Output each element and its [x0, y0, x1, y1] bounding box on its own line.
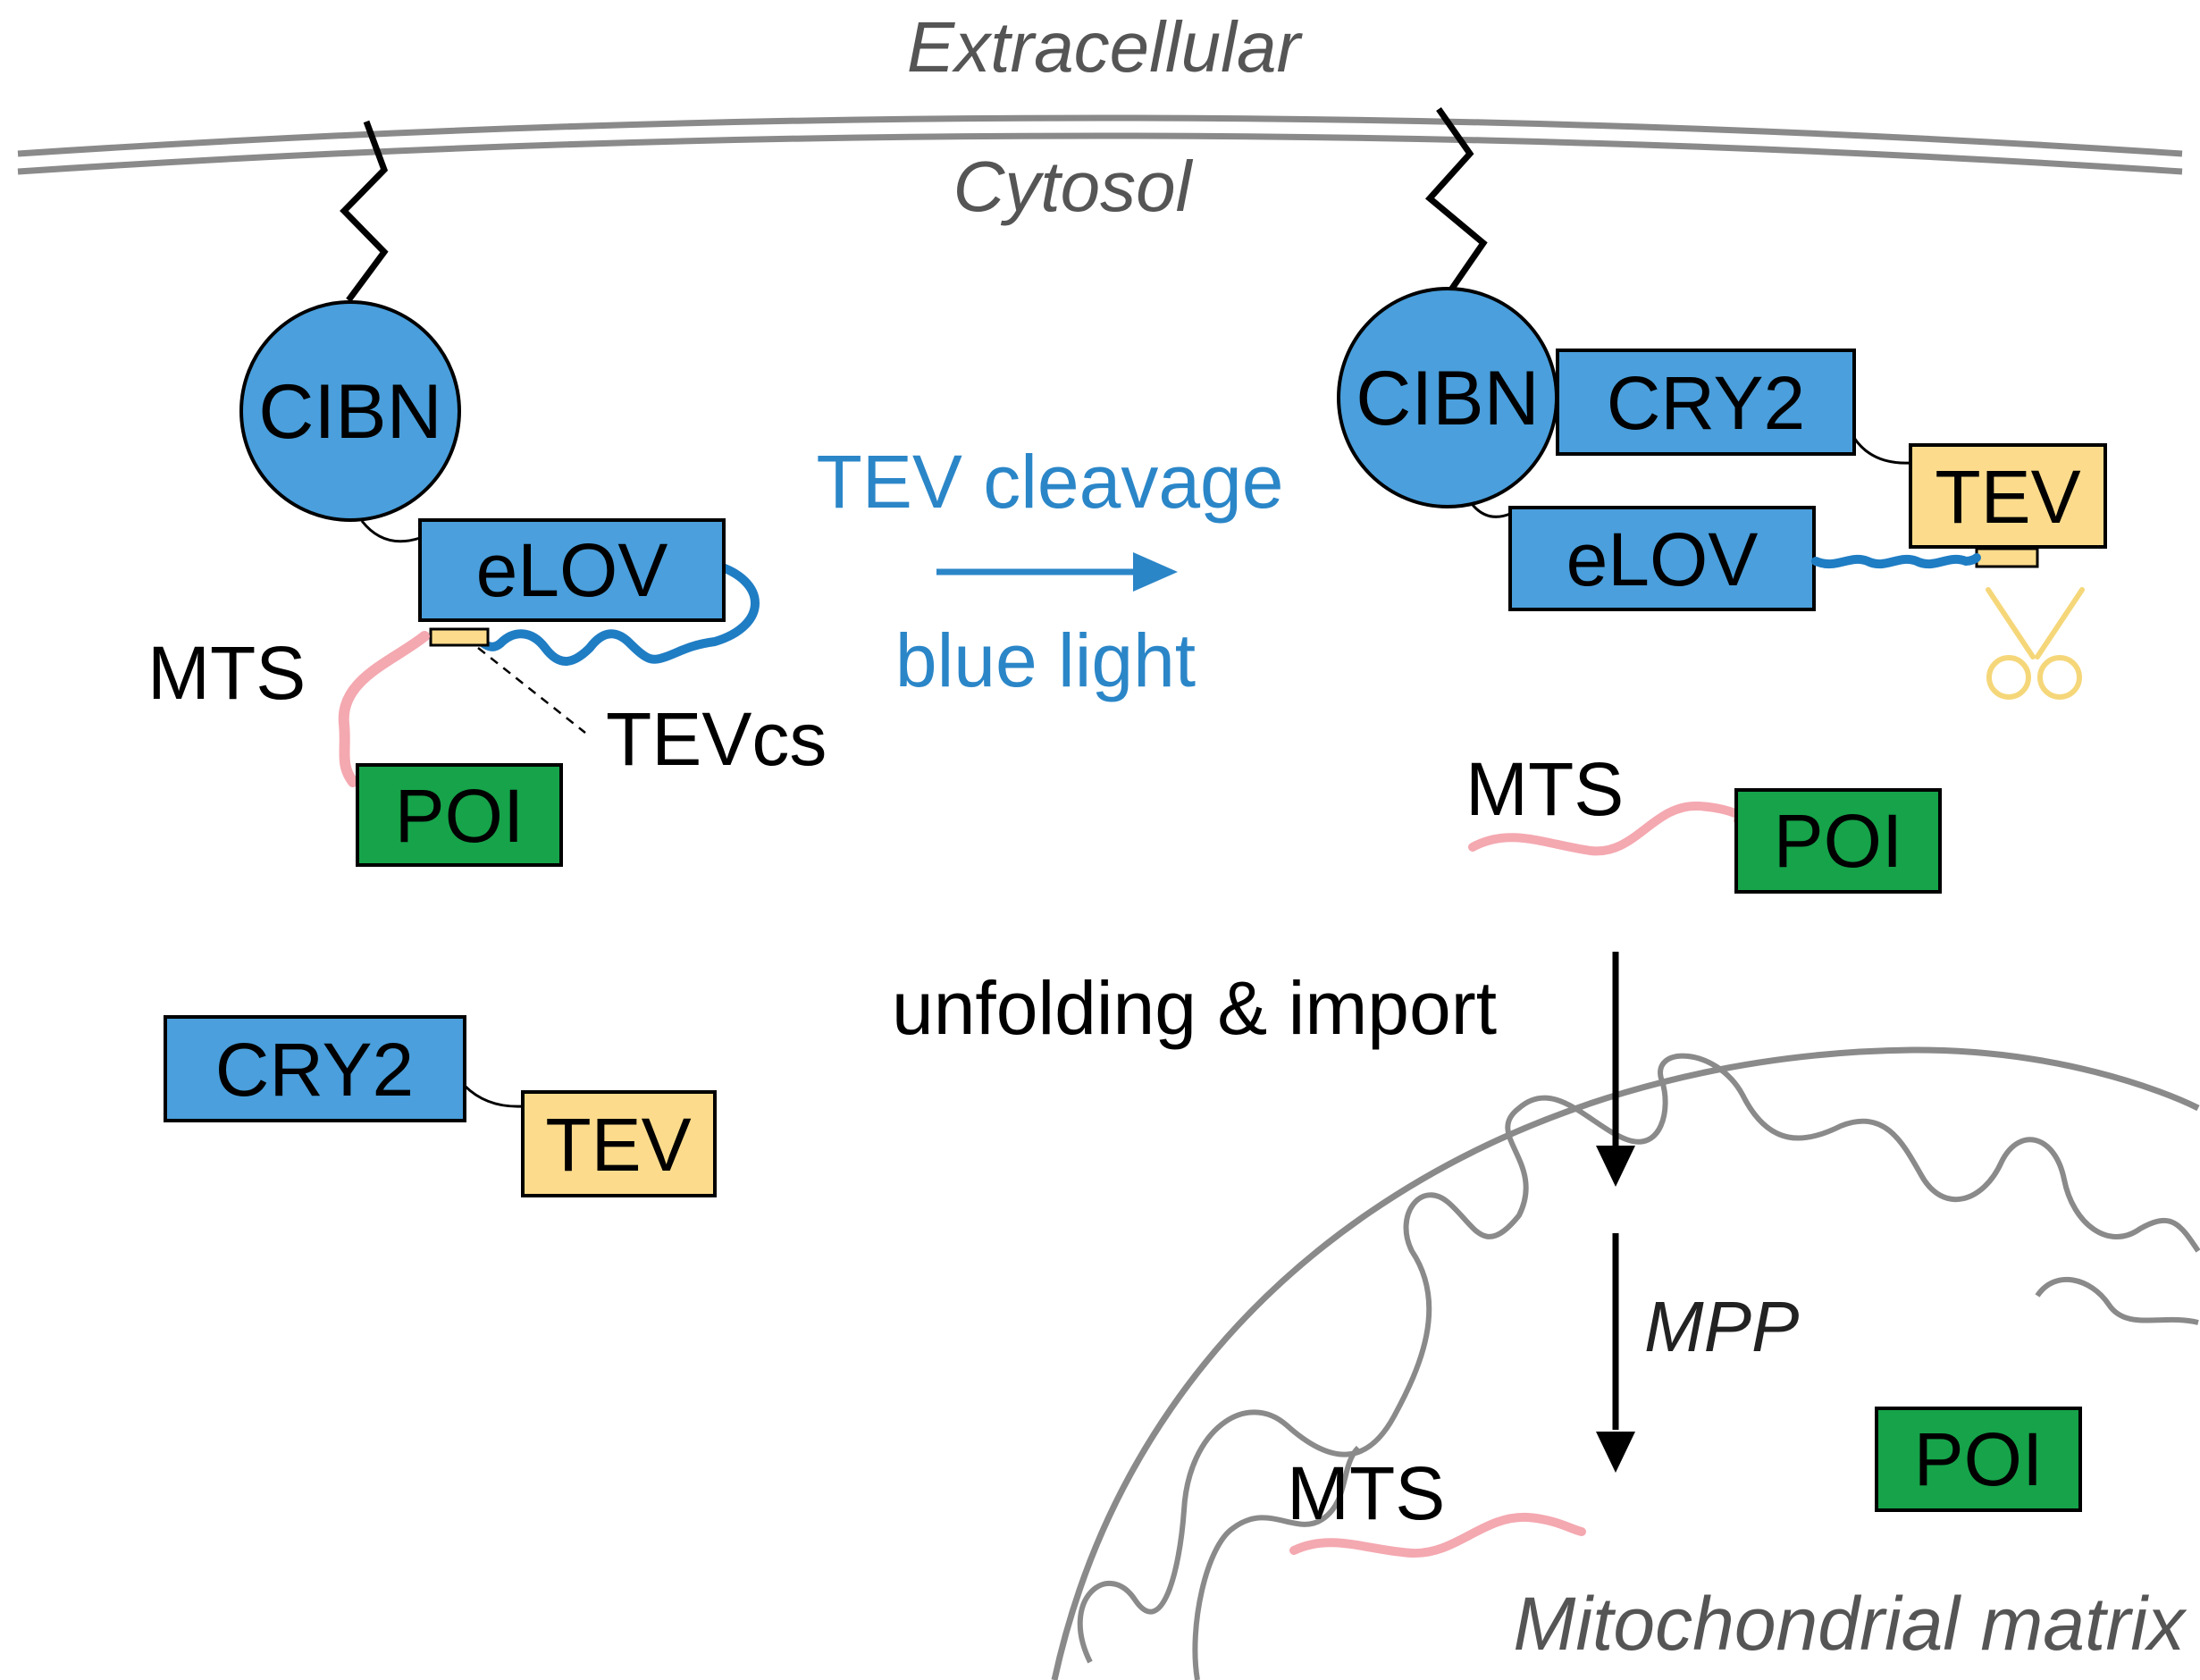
elov-box-right — [1508, 506, 1816, 611]
cry2-tev-linker-right — [1852, 437, 1911, 465]
unfolding-import-label: unfolding & import — [892, 966, 1497, 1050]
elov-label-right: eLOV — [1566, 517, 1759, 601]
cry2-box-left — [164, 1015, 466, 1122]
mito-inner-membrane — [1077, 1053, 2200, 1664]
mts-linker-right — [1468, 801, 1747, 856]
mts-cleaved-linker — [1289, 1512, 1586, 1558]
tevcs-site-left — [429, 627, 490, 647]
tev-label-left: TEV — [545, 1103, 691, 1187]
poi-label-left: POI — [395, 774, 525, 858]
mito-inner-fold-left — [1192, 1445, 1361, 1680]
tev-label-right: TEV — [1935, 455, 2080, 539]
cibn-label-right: CIBN — [1356, 356, 1539, 441]
left-construct: CIBN eLOV MTS TEVcs POI CRY2 TEV — [147, 120, 827, 1197]
transition: TEV cleavage blue light — [817, 440, 1284, 702]
mpp-label: MPP — [1644, 1287, 1799, 1366]
extracellular-label: Extracellular — [907, 7, 1304, 87]
scissors-icon — [1986, 587, 2085, 700]
cry2-box-right — [1556, 349, 1856, 456]
import-arrow-head — [1596, 1146, 1635, 1187]
import-steps: unfolding & import MPP MTS POI Mitochond… — [892, 952, 2187, 1666]
membrane-anchor-right — [1424, 106, 1488, 297]
blue-linker-left — [469, 560, 760, 666]
poi-box-right — [1734, 788, 1942, 894]
cry2-label-right: CRY2 — [1607, 361, 1806, 445]
mts-label-right: MTS — [1465, 747, 1624, 831]
cibn-label-left: CIBN — [258, 369, 441, 455]
mitochondrion — [1051, 1046, 2200, 1680]
tev-box-left — [521, 1090, 717, 1197]
tevcs-label: TEVcs — [606, 697, 827, 781]
cibn-elov-linker-left — [360, 520, 421, 543]
cibn-circle-left — [239, 300, 461, 522]
right-construct: CIBN CRY2 TEV eLOV MTS POI — [1337, 106, 2107, 894]
cibn-elov-linker-right — [1471, 503, 1511, 518]
mitochondrial-matrix-label: Mitochondrial matrix — [1513, 1582, 2187, 1666]
mito-outer-membrane — [1051, 1046, 2200, 1680]
tevcs-site-right — [1975, 547, 2039, 568]
mts-linker-left — [338, 631, 430, 787]
tev-box-right — [1909, 443, 2107, 549]
membrane-anchor-left — [340, 120, 389, 303]
cry2-label-left: CRY2 — [215, 1028, 415, 1112]
blue-linker-right — [1811, 553, 1981, 569]
tevcs-pointer — [477, 647, 586, 734]
plasma-membrane — [17, 114, 2183, 175]
transition-arrow-head — [1133, 552, 1178, 592]
elov-box-left — [418, 518, 726, 622]
cytosol-label: Cytosol — [953, 147, 1194, 226]
mpp-arrow-head — [1596, 1432, 1635, 1473]
poi-box-matrix — [1875, 1407, 2082, 1512]
poi-label-right: POI — [1774, 799, 1903, 883]
blue-light-label: blue light — [895, 618, 1196, 702]
mts-label-left: MTS — [147, 631, 306, 715]
mts-label-matrix: MTS — [1287, 1451, 1445, 1535]
tev-cleavage-label: TEV cleavage — [817, 440, 1284, 524]
mito-inner-fold-right — [2035, 1277, 2199, 1325]
elov-label-left: eLOV — [476, 528, 668, 612]
poi-box-left — [356, 763, 563, 867]
cry2-tev-linker-left — [463, 1084, 524, 1108]
poi-label-matrix: POI — [1914, 1417, 2044, 1501]
